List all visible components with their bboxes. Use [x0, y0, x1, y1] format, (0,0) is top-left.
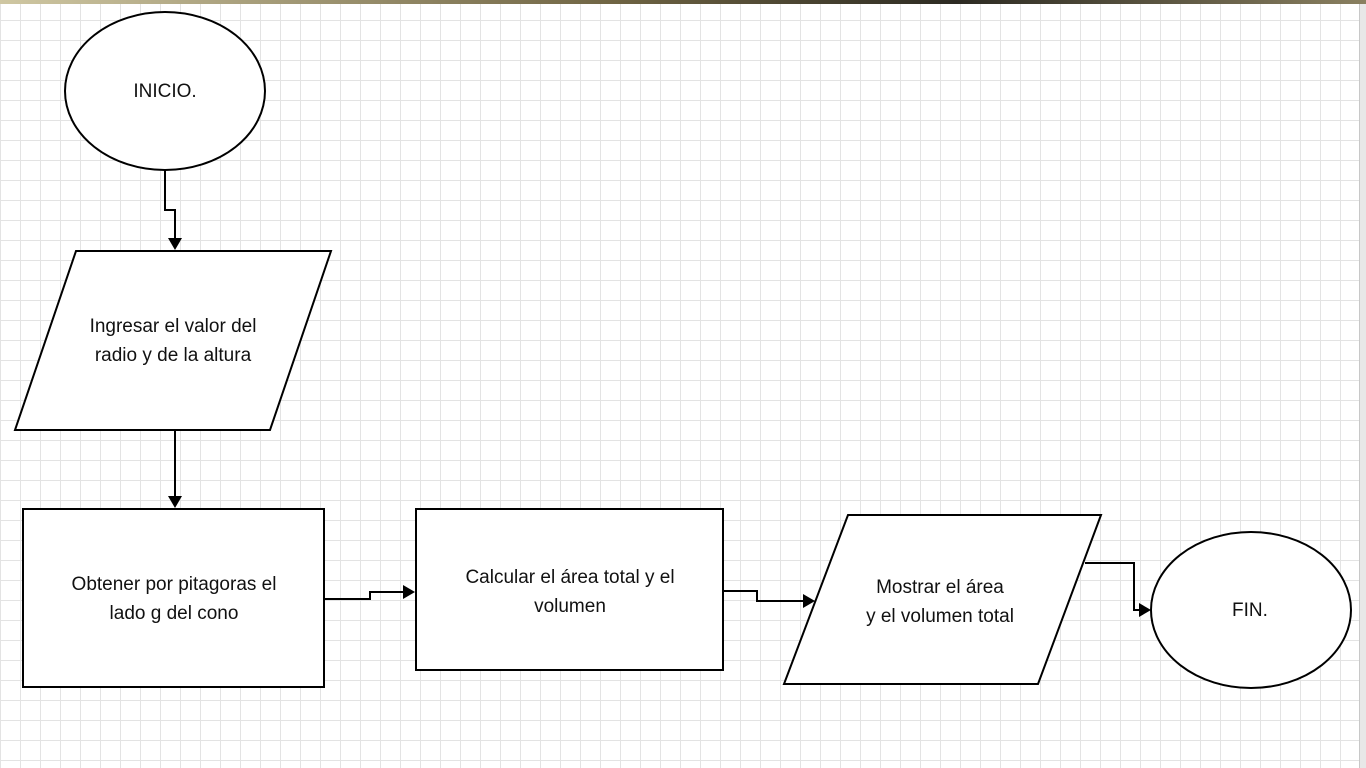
input-node-ingresar[interactable]: [13, 250, 333, 431]
connector-inicio-ingresar[interactable]: [164, 170, 176, 238]
connector-obtener-calcular[interactable]: [324, 591, 403, 600]
arrowhead-ingresar-obtener: [168, 496, 182, 508]
output-node-mostrar[interactable]: [782, 514, 1103, 685]
arrowhead-calcular-mostrar: [803, 594, 815, 608]
ingresar-label: Ingresar el valor del radio y de la altu…: [89, 316, 257, 366]
arrowhead-obtener-calcular: [403, 585, 415, 599]
vertical-scrollbar[interactable]: [1359, 4, 1366, 768]
arrowhead-inicio-ingresar: [168, 238, 182, 250]
obtener-label: Obtener por pitagoras el lado g del cono: [71, 574, 277, 624]
window-top-strip: [0, 0, 1366, 4]
inicio-label: INICIO.: [133, 80, 197, 102]
connector-mostrar-fin[interactable]: [1085, 562, 1139, 611]
fin-label: FIN.: [1232, 599, 1268, 621]
arrowhead-mostrar-fin: [1139, 603, 1151, 617]
process-node-calcular[interactable]: [415, 508, 724, 671]
mostrar-label: Mostrar el área y el volumen total: [866, 577, 1014, 627]
calcular-label: Calcular el área total y el volumen: [465, 567, 675, 617]
connector-calcular-mostrar[interactable]: [723, 590, 803, 602]
